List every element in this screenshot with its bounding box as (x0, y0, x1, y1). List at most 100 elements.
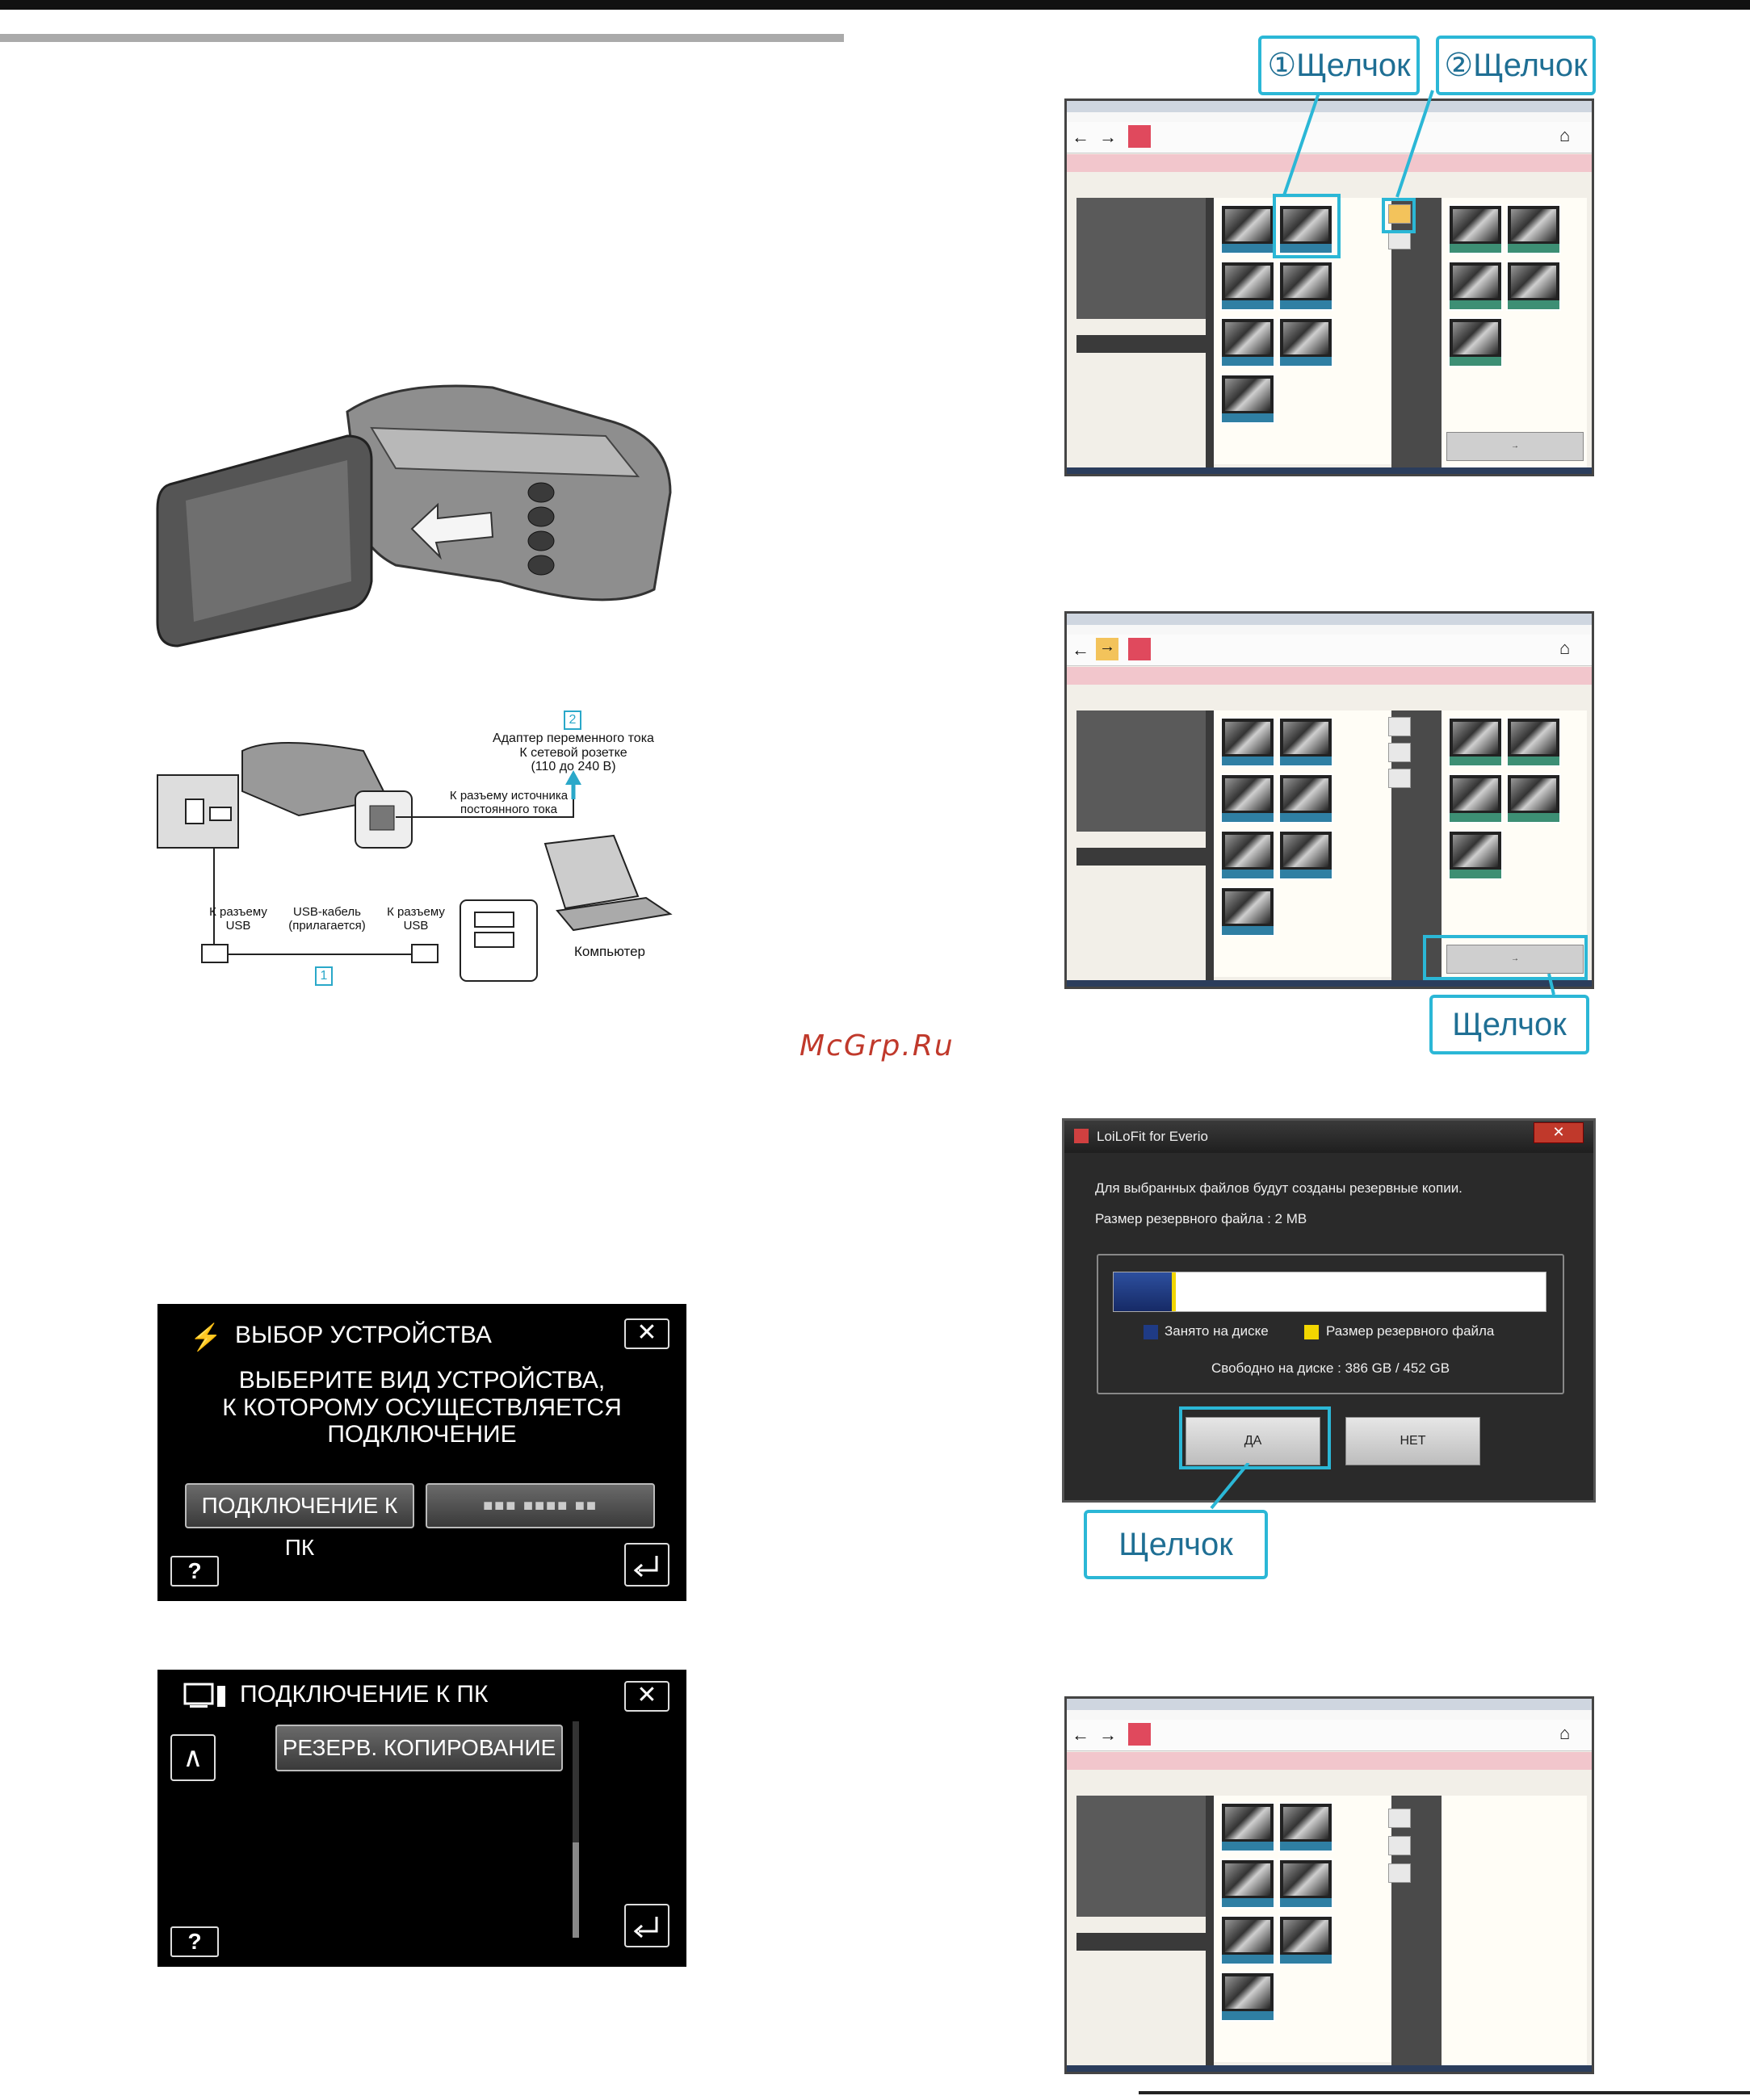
thumbnail[interactable] (1278, 317, 1333, 367)
window-toolbar: ← → ⌂ (1067, 122, 1592, 153)
clear-button[interactable] (1388, 1863, 1411, 1883)
thumbnail[interactable] (1278, 261, 1333, 311)
forward-arrow-icon[interactable]: → (1099, 1725, 1117, 1745)
clear-button[interactable] (1388, 769, 1411, 788)
thumbnail[interactable] (1448, 717, 1503, 767)
thumbnail[interactable] (1220, 773, 1275, 824)
help-button[interactable]: ? (170, 1926, 219, 1957)
calendar-panel[interactable] (1076, 710, 1206, 832)
return-icon (633, 1917, 658, 1939)
calendar-icon[interactable] (1128, 1723, 1151, 1746)
thumbnail[interactable] (1278, 1802, 1333, 1852)
thumbnail-grid (1214, 198, 1391, 464)
thumbnail[interactable] (1220, 1915, 1275, 1965)
thumbnail[interactable] (1278, 1859, 1333, 1909)
callout-line (1547, 974, 1555, 996)
remove-button[interactable] (1388, 1836, 1411, 1855)
back-arrow-icon[interactable]: ← (1072, 127, 1089, 147)
backup-button[interactable]: РЕЗЕРВ. КОПИРОВАНИЕ (275, 1725, 563, 1771)
back-button[interactable] (624, 1904, 669, 1947)
home-icon[interactable]: ⌂ (1559, 125, 1571, 145)
forward-arrow-icon[interactable]: → (1096, 638, 1118, 660)
taskbar (1067, 467, 1592, 474)
yes-button[interactable]: ДА (1186, 1417, 1320, 1465)
thumbnail-selected[interactable] (1278, 204, 1333, 254)
backup-list-empty (1442, 1796, 1587, 2066)
highlight-add (1382, 198, 1416, 233)
callout-click-1: ①Щелчок (1258, 36, 1420, 95)
scroll-up-button[interactable]: ∧ (170, 1734, 216, 1781)
year-header (1076, 335, 1206, 353)
thumbnail[interactable] (1220, 1859, 1275, 1909)
usb-pc-label: К разъему (387, 905, 445, 919)
back-arrow-icon[interactable]: ← (1072, 1725, 1089, 1745)
window-titlebar (1067, 1699, 1592, 1710)
forward-arrow-icon[interactable]: → (1099, 127, 1117, 147)
thumbnail[interactable] (1220, 1802, 1275, 1852)
year-header (1076, 848, 1206, 866)
thumbnail[interactable] (1448, 261, 1503, 311)
thumbnail[interactable] (1278, 1915, 1333, 1965)
home-icon[interactable]: ⌂ (1559, 638, 1571, 658)
next-button[interactable]: → (1446, 945, 1584, 974)
thumbnail[interactable] (1220, 317, 1275, 367)
watermark: McGrp.Ru (799, 1029, 955, 1063)
thumbnail[interactable] (1448, 830, 1503, 880)
thumbnail[interactable] (1220, 374, 1275, 424)
add-button[interactable] (1388, 717, 1411, 736)
thumbnail[interactable] (1506, 717, 1561, 767)
close-button[interactable]: ✕ (1534, 1122, 1584, 1143)
thumbnail[interactable] (1220, 717, 1275, 767)
legend-backup-swatch (1304, 1325, 1319, 1339)
calendar-icon[interactable] (1128, 638, 1151, 660)
thumbnail[interactable] (1506, 261, 1561, 311)
thumbnail[interactable] (1448, 204, 1503, 254)
callout-lines (1282, 90, 1434, 198)
thumbnail[interactable] (1220, 1972, 1275, 2022)
app-icon (1074, 1129, 1089, 1143)
calendar-icon[interactable] (1128, 125, 1151, 148)
calendar-panel[interactable] (1076, 198, 1206, 319)
thumbnail[interactable] (1220, 261, 1275, 311)
other-device-button[interactable]: ■■■ ■■■■ ■■ (426, 1483, 655, 1528)
thumbnail[interactable] (1220, 204, 1275, 254)
voltage-label: (110 до 240 В) (531, 760, 616, 774)
thumbnail[interactable] (1278, 830, 1333, 880)
close-button[interactable]: ✕ (624, 1681, 669, 1712)
add-button[interactable] (1388, 1809, 1411, 1828)
thumbnail[interactable] (1448, 317, 1503, 367)
help-button[interactable]: ? (170, 1556, 219, 1587)
no-button[interactable]: НЕТ (1345, 1417, 1480, 1465)
scrollbar[interactable] (573, 1721, 579, 1938)
step-2-marker: 2 (564, 710, 581, 730)
usb-cable-label: USB-кабель (293, 905, 361, 919)
back-button[interactable] (624, 1543, 669, 1587)
callout-line (1210, 1463, 1250, 1510)
thumbnail[interactable] (1220, 887, 1275, 937)
window-menubar (1067, 1710, 1592, 1720)
add-button[interactable] (1388, 204, 1411, 224)
legend-used-swatch (1144, 1325, 1158, 1339)
highlight-yes (1179, 1406, 1331, 1469)
return-icon (633, 1556, 658, 1578)
window-menubar (1067, 112, 1592, 122)
home-icon[interactable]: ⌂ (1559, 1723, 1571, 1743)
thumbnail[interactable] (1506, 204, 1561, 254)
dialog-titlebar: LoiLoFit for Everio ✕ (1064, 1121, 1593, 1153)
dialog-message: Для выбранных файлов будут созданы резер… (1095, 1180, 1463, 1196)
back-arrow-icon[interactable]: ← (1072, 639, 1089, 660)
scrollbar-thumb[interactable] (573, 1842, 579, 1938)
thumbnail[interactable] (1278, 717, 1333, 767)
window-titlebar (1067, 614, 1592, 625)
close-button[interactable]: ✕ (624, 1318, 669, 1349)
thumbnail[interactable] (1506, 773, 1561, 824)
remove-button[interactable] (1388, 743, 1411, 762)
thumbnail[interactable] (1278, 773, 1333, 824)
thumbnail[interactable] (1448, 773, 1503, 824)
calendar-panel[interactable] (1076, 1796, 1206, 1917)
pc-connection-button[interactable]: ПОДКЛЮЧЕНИЕ К ПК (185, 1483, 414, 1560)
dialog-title: LoiLoFit for Everio (1097, 1129, 1208, 1144)
thumbnail[interactable] (1220, 830, 1275, 880)
next-button[interactable]: → (1446, 432, 1584, 461)
section-rule (0, 34, 844, 42)
